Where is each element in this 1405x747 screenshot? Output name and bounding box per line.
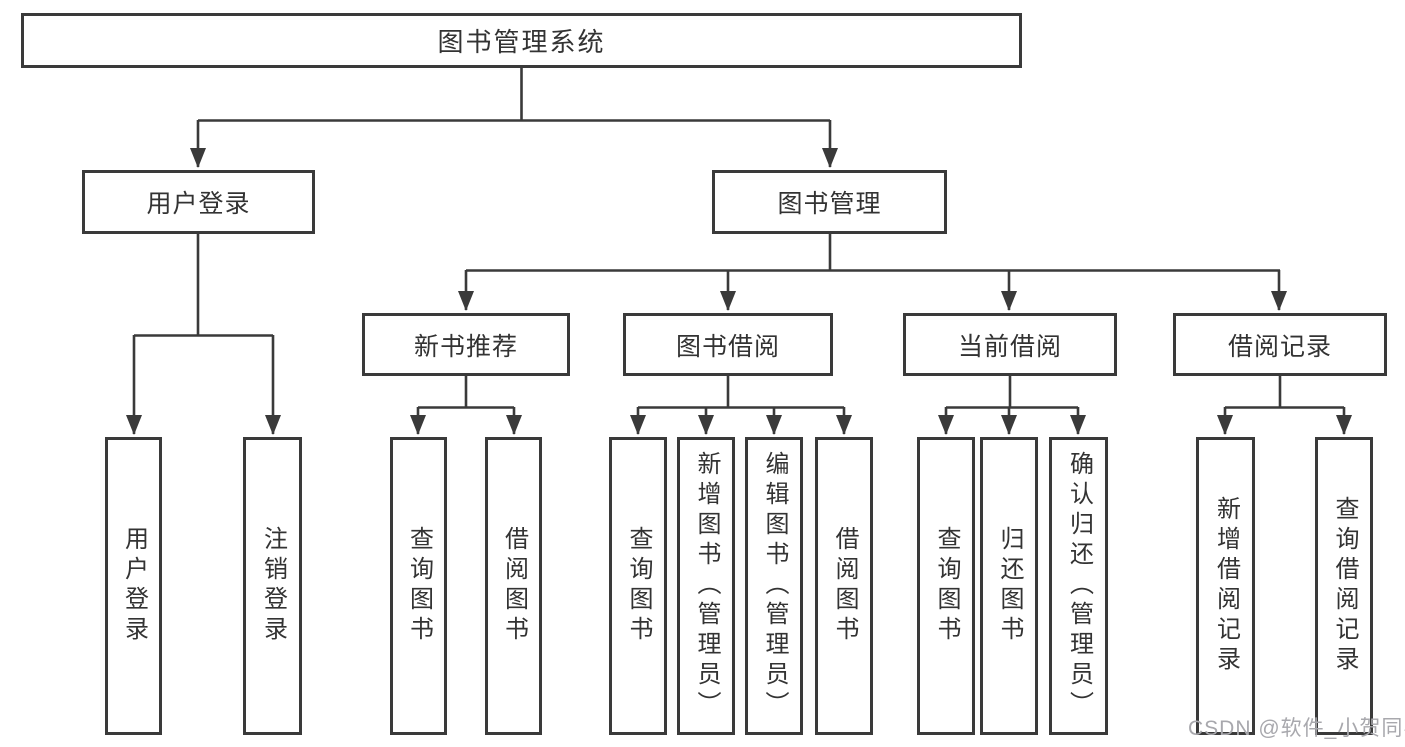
leaf-edit-books-admin: 编辑图书（管理员） bbox=[745, 437, 803, 735]
node-label: 借阅记录 bbox=[1227, 332, 1332, 361]
connector-current-borrow bbox=[938, 376, 1086, 435]
node-label: 查询图书 bbox=[933, 526, 960, 646]
leaf-borrow-query-books: 查询图书 bbox=[609, 437, 667, 735]
node-label: 借阅图书 bbox=[831, 526, 858, 646]
connector-user-login bbox=[126, 234, 281, 435]
leaf-add-books-admin: 新增图书（管理员） bbox=[677, 437, 735, 735]
node-label: 新增借阅记录 bbox=[1212, 496, 1240, 676]
node-label: 当前借阅 bbox=[957, 332, 1062, 361]
node-label: 查询图书 bbox=[405, 526, 433, 646]
csdn-watermark: CSDN @软件_小贺同学 bbox=[1188, 717, 1405, 740]
node-new-book-recommend: 新书推荐 bbox=[362, 313, 570, 376]
node-label: 用户登录 bbox=[146, 190, 251, 218]
node-library-system: 图书管理系统 bbox=[21, 13, 1022, 68]
node-label: 新书推荐 bbox=[413, 332, 518, 361]
node-label: 确认归还（管理员） bbox=[1065, 451, 1093, 721]
leaf-logout: 注销登录 bbox=[243, 437, 302, 735]
leaf-return-books: 归还图书 bbox=[980, 437, 1038, 735]
node-user-login: 用户登录 bbox=[82, 170, 315, 234]
node-label: 图书管理 bbox=[777, 190, 882, 218]
node-label: 编辑图书（管理员） bbox=[761, 451, 788, 721]
leaf-borrow-books: 借阅图书 bbox=[815, 437, 873, 735]
node-label: 图书管理系统 bbox=[437, 27, 606, 57]
node-book-borrow: 图书借阅 bbox=[623, 313, 833, 376]
node-borrow-records: 借阅记录 bbox=[1173, 313, 1387, 376]
node-label: 借阅图书 bbox=[500, 526, 528, 646]
node-label: 归还图书 bbox=[996, 526, 1023, 646]
node-label: 注销登录 bbox=[259, 526, 287, 646]
node-label: 图书借阅 bbox=[675, 332, 780, 361]
leaf-user-login: 用户登录 bbox=[105, 437, 162, 735]
node-label: 查询图书 bbox=[625, 526, 652, 646]
node-current-borrow: 当前借阅 bbox=[903, 313, 1117, 376]
connector-book-borrow bbox=[630, 376, 852, 435]
node-label: 查询借阅记录 bbox=[1331, 496, 1358, 676]
leaf-confirm-return-admin: 确认归还（管理员） bbox=[1049, 437, 1108, 735]
leaf-recommend-borrow-books: 借阅图书 bbox=[485, 437, 542, 735]
connector-book-management bbox=[458, 234, 1287, 311]
leaf-current-query-books: 查询图书 bbox=[917, 437, 975, 735]
node-label: 用户登录 bbox=[120, 526, 148, 646]
leaf-add-borrow-record: 新增借阅记录 bbox=[1196, 437, 1255, 735]
connector-new-book-recommend bbox=[410, 376, 522, 435]
connector-borrow-records bbox=[1217, 376, 1352, 435]
leaf-query-borrow-record: 查询借阅记录 bbox=[1315, 437, 1373, 735]
node-book-management: 图书管理 bbox=[712, 170, 947, 234]
leaf-recommend-query-books: 查询图书 bbox=[390, 437, 447, 735]
connector-root bbox=[190, 68, 838, 168]
node-label: 新增图书（管理员） bbox=[693, 451, 720, 721]
